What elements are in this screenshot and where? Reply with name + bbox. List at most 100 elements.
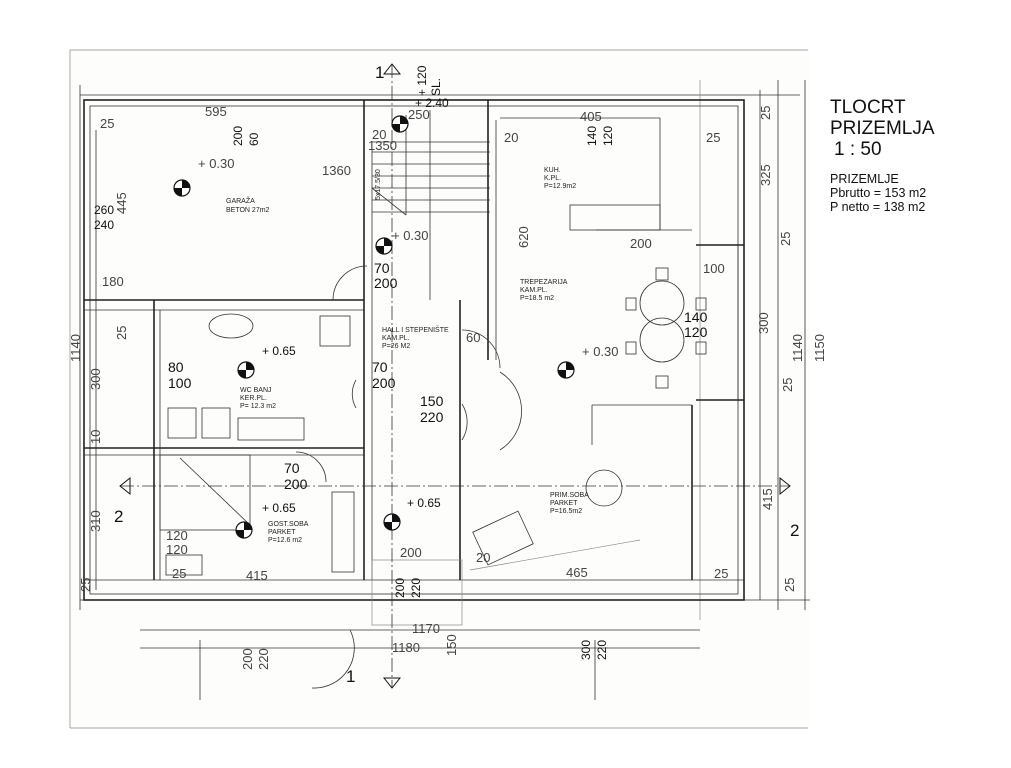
level-stair-top: + 2.40 [415, 96, 449, 110]
guest-name: GOST.SOBA [268, 521, 309, 528]
dim-25-top-left: 25 [100, 116, 114, 131]
dim-300-left: 300 [88, 368, 103, 390]
bidet [201, 407, 231, 439]
section-note: SL. [429, 78, 443, 96]
dim-100: 100 [703, 261, 725, 276]
dim-60: 60 [466, 330, 480, 345]
opening-13-height: 220 [256, 648, 271, 670]
furniture [159, 267, 707, 576]
garage-spec: BETON 27m2 [226, 207, 270, 214]
title-line-2: PRIZEMLJA [830, 118, 935, 139]
dim-20-bottom: 20 [476, 550, 490, 565]
dim-25-bottom-right: 25 [714, 566, 728, 581]
level-markers [173, 115, 575, 539]
opening-8-width: 70 [284, 460, 300, 476]
opening-6-width: 70 [372, 359, 388, 375]
opening-2-width: 140 [585, 126, 599, 146]
opening-11-height: 220 [409, 578, 423, 598]
opening-11-width: 200 [393, 578, 407, 598]
dim-300-right: 300 [756, 312, 771, 334]
section-label-1-bottom: 1 [346, 667, 355, 686]
title-block: TLOCRT PRIZEMLJA 1 : 50 PRIZEMLJE Pbrutt… [830, 97, 1005, 214]
wardrobe [331, 491, 355, 573]
dim-200: 200 [630, 236, 652, 251]
bed [159, 454, 251, 531]
outer-walls [83, 99, 745, 601]
wc-name: WC BANJ [240, 387, 272, 394]
washbasin [208, 313, 254, 339]
guest-spec: PARKET [268, 529, 296, 536]
dim-200-hall: 200 [400, 545, 422, 560]
night-table [165, 554, 203, 576]
hall-area: P=26 M2 [382, 343, 410, 350]
section-label-2-left: 2 [114, 507, 123, 526]
level-hall: + 0.65 [407, 496, 441, 510]
level-wc: + 0.65 [262, 344, 296, 358]
living-spec: PARKET [550, 500, 578, 507]
dim-25-right-mid: 25 [778, 232, 793, 246]
opening-4-height: 200 [374, 275, 398, 291]
wc-spec: KER.PL. [240, 395, 267, 402]
dim-10: 10 [88, 430, 103, 444]
opening-2-height: 120 [601, 126, 615, 146]
kitchen-area: P=12.9m2 [544, 183, 576, 190]
opening-1-height: 60 [247, 132, 261, 146]
dim-20-kitchen: 20 [504, 130, 518, 145]
staircase [371, 115, 490, 626]
stair-spec: 5x17.5/30 [375, 169, 382, 200]
opening-10-width: 140 [684, 309, 708, 325]
dim-25-right-low: 25 [780, 378, 795, 392]
dim-325: 325 [758, 164, 773, 186]
opening-9-width: 120 [166, 528, 188, 543]
section-markers [119, 63, 791, 689]
dim-1140-left: 1140 [68, 334, 83, 362]
kitchen-spec: K.PL. [544, 175, 561, 182]
shower [319, 315, 351, 347]
door-swings [295, 265, 522, 689]
hall-spec: KAM.PL. [382, 335, 410, 342]
opening-5-width: 80 [168, 359, 184, 375]
dim-150: 150 [444, 634, 459, 656]
dining-spec: KAM.PL. [520, 287, 548, 294]
opening-9-height: 120 [166, 542, 188, 557]
section-label-2-right: 2 [790, 521, 799, 540]
gross-area-label: Pbrutto = 153 m2 [830, 186, 927, 200]
dim-25-top-right: 25 [706, 130, 720, 145]
section-lines [120, 64, 790, 688]
section-note-dim: + 120 [415, 65, 429, 96]
opening-8-height: 200 [284, 476, 308, 492]
kitchen-name: KUH. [544, 167, 561, 174]
opening-6-height: 200 [372, 375, 396, 391]
dim-25-right-top: 25 [758, 106, 773, 120]
opening-12-height: 220 [595, 640, 609, 660]
dim-1150: 1150 [812, 334, 827, 362]
dining-area: P=18.5 m2 [520, 295, 554, 302]
dim-405: 405 [580, 109, 602, 124]
wc-area: P= 12.3 m2 [240, 403, 276, 410]
dining-table [639, 280, 685, 326]
dim-1360: 1360 [322, 163, 351, 178]
armchair [472, 510, 534, 566]
dim-620: 620 [516, 226, 531, 248]
paper-scan [68, 50, 810, 728]
opening-3-height: 240 [94, 218, 114, 232]
dim-445: 445 [114, 192, 129, 214]
level-guest: + 0.65 [262, 501, 296, 515]
dining-name: TREPEZARIJA [520, 279, 568, 286]
dim-180: 180 [102, 274, 124, 289]
scale-label: 1 : 50 [834, 139, 882, 160]
dim-1180: 1180 [392, 640, 420, 655]
dim-1350: 1350 [368, 138, 397, 153]
toilet [167, 407, 197, 439]
dim-25-bottom-side-right: 25 [782, 578, 797, 592]
title-line-1: TLOCRT [830, 97, 906, 118]
opening-4-width: 70 [374, 260, 390, 276]
opening-12-width: 300 [579, 640, 593, 660]
bathtub [237, 417, 305, 441]
level-dining: + 0.30 [582, 344, 619, 359]
floor-label: PRIZEMLJE [830, 172, 899, 186]
dim-310: 310 [88, 510, 103, 532]
dim-25-left: 25 [114, 326, 129, 340]
